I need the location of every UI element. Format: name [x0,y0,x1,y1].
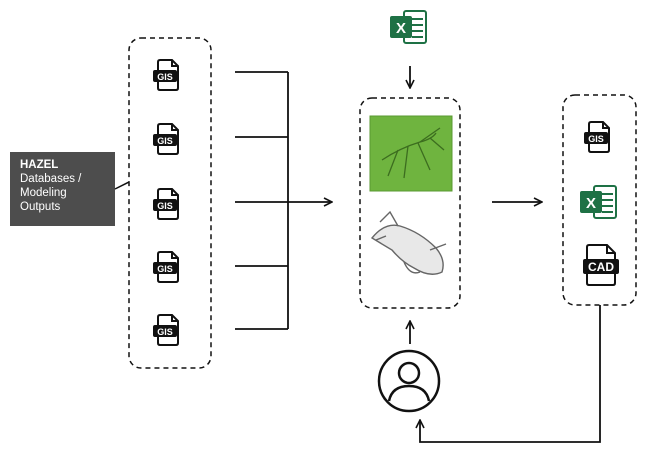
gis-file-icon: GIS [152,59,179,91]
gis-file-icon: GIS [152,188,179,220]
grasshopper-icon [369,115,453,192]
cad-file-icon: CAD [583,244,619,286]
excel-file-icon: X [580,185,617,219]
input-files-container [128,37,212,369]
gis-file-icon: GIS [152,314,179,346]
source-line-1: Databases / [20,173,82,185]
gis-label: GIS [157,201,173,211]
user-icon [377,349,441,413]
software-container [359,97,461,309]
input-bracket [235,71,289,330]
gis-label: GIS [157,136,173,146]
gis-label: GIS [157,327,173,337]
source-line-2: Modeling [20,187,67,199]
cad-label: CAD [588,260,614,274]
gis-label: GIS [588,134,604,144]
output-container [562,94,637,306]
gis-label: GIS [157,72,173,82]
gis-file-icon: GIS [152,251,179,283]
feedback-loop [420,305,601,443]
rhino-icon [370,210,447,275]
excel-label: X [586,195,596,212]
excel-label: X [396,20,406,37]
excel-file-icon: X [390,10,427,44]
gis-file-icon: GIS [152,123,179,155]
gis-file-icon: GIS [583,121,610,153]
source-connector [114,181,130,190]
source-line-3: Outputs [20,201,61,213]
source-title: HAZEL [20,159,59,171]
gis-label: GIS [157,264,173,274]
source-box: HAZEL Databases / Modeling Outputs [10,152,115,226]
